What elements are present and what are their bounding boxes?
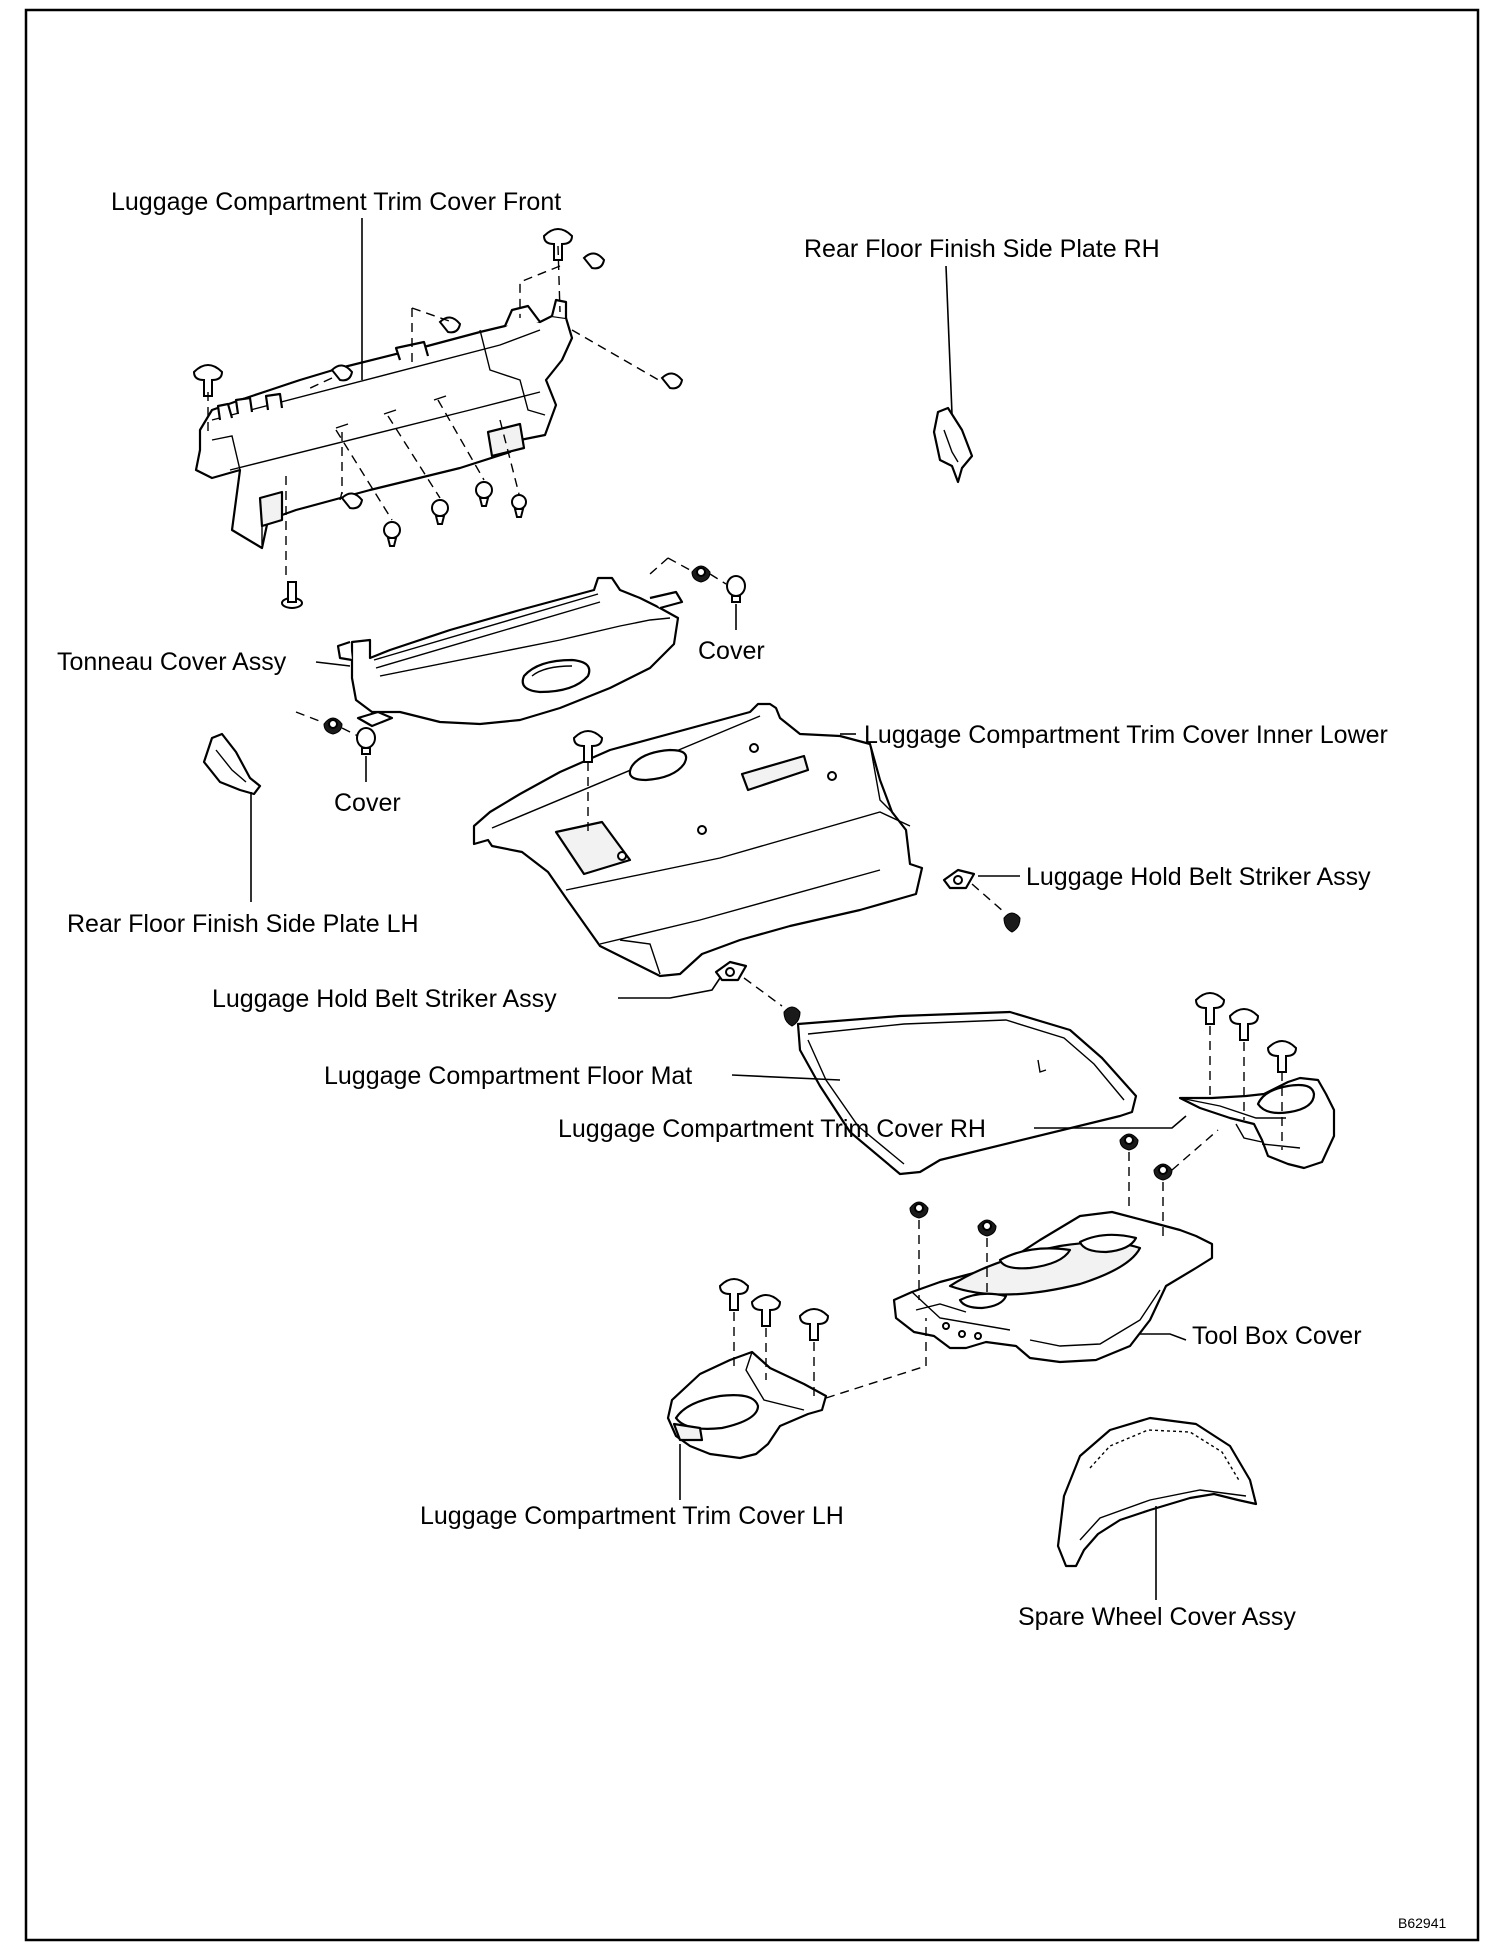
tool-box-cover-label: Tool Box Cover	[1192, 1322, 1362, 1350]
floor-mat-leader	[731, 1074, 841, 1081]
cover-left-label: Cover	[334, 789, 401, 817]
side-plate-rh-leader	[945, 265, 953, 415]
side-plate-rh-label: Rear Floor Finish Side Plate RH	[804, 235, 1160, 263]
side-plate-rh-part	[932, 406, 974, 484]
trim-cover-front-label: Luggage Compartment Trim Cover Front	[111, 188, 561, 216]
striker-left-label: Luggage Hold Belt Striker Assy	[212, 985, 557, 1013]
striker-left-part	[714, 960, 801, 1027]
figure-id: B62941	[1398, 1915, 1446, 1931]
trim-cover-rh-part	[1178, 1076, 1336, 1170]
striker-left-leader	[618, 977, 721, 999]
trim-cover-rh-label: Luggage Compartment Trim Cover RH	[558, 1115, 986, 1143]
tonneau-cover-label: Tonneau Cover Assy	[57, 648, 287, 676]
trim-cover-front-fastener-lines	[207, 245, 663, 576]
trim-cover-inner-lower-part	[472, 702, 924, 978]
tonneau-cover-fasteners	[295, 557, 746, 755]
trim-cover-lh-clips	[718, 1278, 927, 1399]
striker-right-part	[942, 868, 1021, 933]
trim-cover-lh-part	[666, 1350, 828, 1460]
cover-right-label: Cover	[698, 637, 765, 665]
tonneau-cover-leader	[315, 661, 351, 667]
spare-wheel-cover-label: Spare Wheel Cover Assy	[1018, 1603, 1296, 1631]
striker-right-label: Luggage Hold Belt Striker Assy	[1026, 863, 1371, 891]
trim-cover-front-part	[194, 298, 574, 550]
side-plate-lh-part	[202, 732, 262, 796]
tool-box-cover-fasteners	[909, 1129, 1219, 1300]
trim-cover-rh-clips	[1194, 992, 1298, 1150]
diagram-frame	[24, 8, 1480, 1942]
floor-mat-part	[796, 1010, 1138, 1176]
floor-mat-label: Luggage Compartment Floor Mat	[324, 1062, 692, 1090]
spare-wheel-cover-part	[1056, 1416, 1258, 1568]
tool-box-cover-part	[892, 1210, 1214, 1364]
tool-box-cover-leader	[1140, 1333, 1187, 1341]
trim-cover-lh-label: Luggage Compartment Trim Cover LH	[420, 1502, 844, 1530]
trim-cover-inner-lower-fastener	[572, 730, 604, 832]
trim-cover-rh-leader	[1034, 1115, 1187, 1129]
side-plate-lh-label: Rear Floor Finish Side Plate LH	[67, 910, 419, 938]
tonneau-cover-part	[336, 576, 684, 728]
trim-cover-inner-lower-label: Luggage Compartment Trim Cover Inner Low…	[864, 721, 1388, 749]
trim-cover-front-clips	[192, 228, 684, 609]
